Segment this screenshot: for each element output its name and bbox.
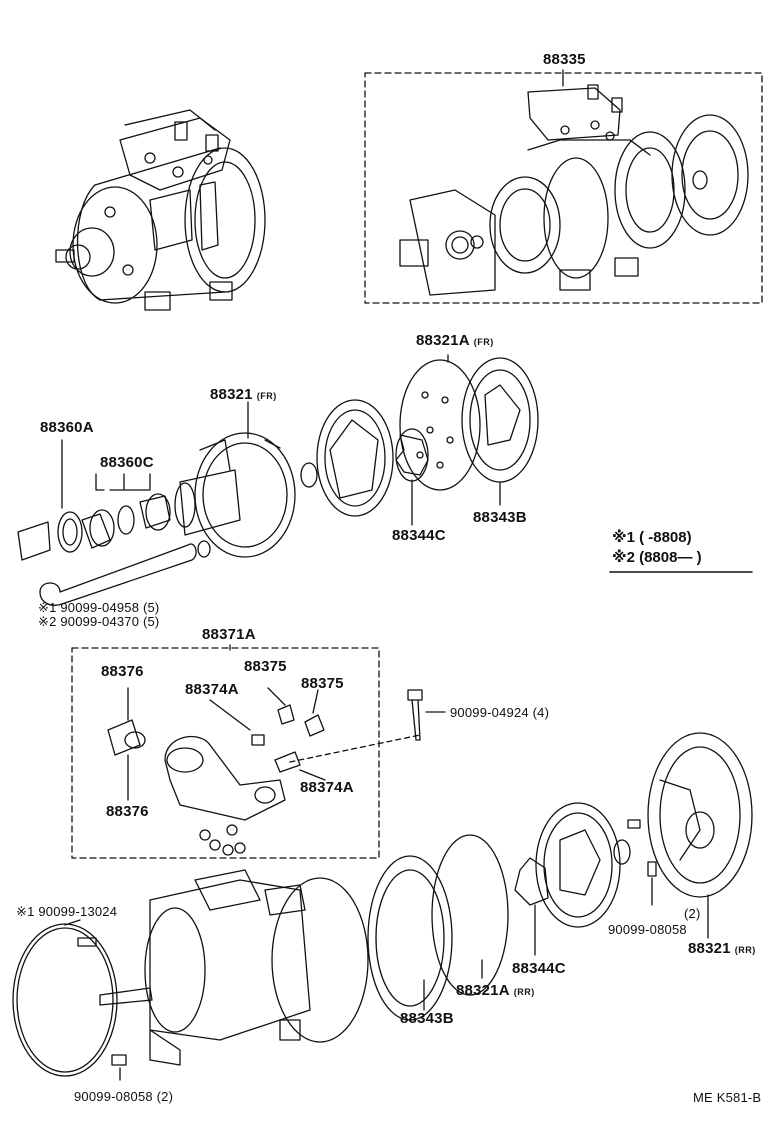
label-88321-front-tag: (FR) <box>256 391 277 401</box>
label-88376-bottom: 88376 <box>106 803 149 820</box>
label-88321-rear-tag: (RR) <box>734 945 756 955</box>
label-bolt-note-2: ※2 90099-04370 (5) <box>38 614 160 629</box>
label-88344c-rear: 88344C <box>512 960 566 977</box>
label-pin-90099-13024: ※1 90099-13024 <box>16 904 118 919</box>
rear-housing-exploded <box>13 733 752 1080</box>
label-88343b-rear: 88343B <box>400 1010 454 1027</box>
label-catalog-code: ME K581-B <box>693 1090 762 1105</box>
label-88321-rear-num: 88321 <box>688 940 731 957</box>
legend-row-2: ※2 (8808— ) <box>612 549 702 566</box>
label-88321a-front: 88321A(FR) <box>416 333 494 348</box>
label-88321-rear: 88321(RR) <box>688 941 756 956</box>
label-pin-90099-08058-bottom: 90099-08058 (2) <box>74 1089 174 1104</box>
label-88335: 88335 <box>543 51 586 68</box>
front-housing-exploded <box>18 355 538 605</box>
label-88374a-right: 88374A <box>300 779 354 796</box>
label-bolt-note-1: ※1 90099-04958 (5) <box>38 600 160 615</box>
valve-assembly-88371a-box <box>72 645 445 858</box>
assembled-compressor-illustration <box>56 110 265 310</box>
label-88343b-front: 88343B <box>473 509 527 526</box>
legend: ※1 ( -8808) ※2 (8808— ) <box>612 528 752 568</box>
legend-row-1: ※1 ( -8808) <box>612 529 692 546</box>
label-88371a: 88371A <box>202 626 256 643</box>
label-88321-front: 88321(FR) <box>210 387 277 402</box>
label-88321a-rear: 88321A(RR) <box>456 983 535 998</box>
label-88375-left: 88375 <box>244 658 287 675</box>
label-88321a-front-tag: (FR) <box>473 337 494 347</box>
kit-88335-box <box>365 70 762 303</box>
label-88360c: 88360C <box>100 454 154 471</box>
label-pin-90099-08058-right-qty: (2) <box>684 906 701 921</box>
label-pin-90099-08058-right: 90099-08058 <box>608 922 687 937</box>
label-88376-top: 88376 <box>101 663 144 680</box>
label-88344c-front: 88344C <box>392 527 446 544</box>
label-88374a-top: 88374A <box>185 681 239 698</box>
label-88321a-front-num: 88321A <box>416 332 470 349</box>
label-bolt-90099-04924: 90099-04924 (4) <box>450 705 550 720</box>
label-88321a-rear-num: 88321A <box>456 982 510 999</box>
label-88321-front-num: 88321 <box>210 386 253 403</box>
label-88375-right: 88375 <box>301 675 344 692</box>
label-88360a: 88360A <box>40 419 94 436</box>
label-88321a-rear-tag: (RR) <box>513 987 535 997</box>
